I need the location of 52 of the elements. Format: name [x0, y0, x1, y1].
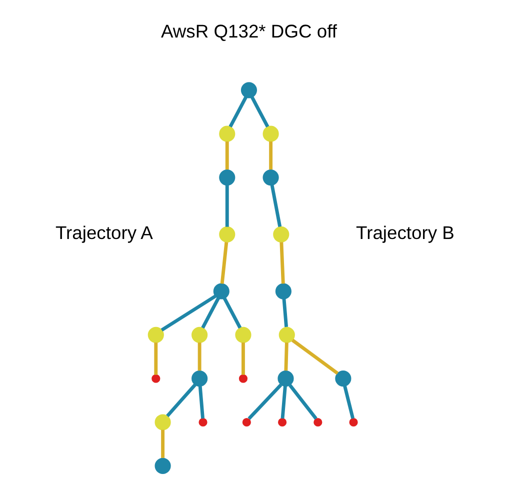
- connector: [200, 297, 220, 329]
- connector: [284, 342, 288, 371]
- node-cross: [151, 374, 160, 383]
- node-cross: [278, 418, 286, 427]
- node-circle: [262, 169, 278, 186]
- connector: [224, 141, 228, 170]
- connector: [241, 342, 244, 375]
- node-cross: [198, 418, 207, 427]
- connector: [198, 386, 204, 419]
- connector: [247, 384, 282, 420]
- node-circle: [154, 458, 170, 474]
- connector: [228, 96, 247, 128]
- node-circle: [262, 126, 278, 142]
- connector: [220, 242, 228, 284]
- node-circle: [272, 226, 289, 242]
- connector: [222, 297, 242, 329]
- connector: [160, 294, 216, 332]
- connector: [290, 338, 338, 375]
- label: Trajectory A: [55, 222, 152, 243]
- node-circle: [278, 326, 294, 343]
- node-label: AwsR Q132* DGC off: [160, 20, 336, 42]
- connector: [154, 342, 158, 375]
- label: Trajectory B: [356, 222, 454, 243]
- node-circle: [274, 283, 291, 300]
- node-circle: [334, 370, 351, 387]
- node-circle: [218, 169, 235, 186]
- node-circle: [240, 82, 256, 98]
- node-circle: [154, 414, 170, 430]
- node-circle: [212, 283, 229, 300]
- node-circle: [147, 326, 164, 343]
- node-cross: [348, 418, 358, 427]
- connector: [279, 242, 284, 284]
- connector: [197, 342, 201, 371]
- node-circle: [234, 326, 251, 343]
- connector: [270, 184, 282, 228]
- node-circle: [218, 226, 235, 242]
- node-cross: [238, 374, 248, 383]
- connector: [224, 185, 228, 227]
- connector: [288, 384, 317, 420]
- connector: [342, 386, 354, 419]
- node-circle: [218, 126, 235, 142]
- node-circle: [191, 370, 208, 387]
- connector: [268, 141, 272, 170]
- connector: [166, 384, 196, 418]
- node-circle: [277, 370, 294, 387]
- node-cross: [242, 418, 250, 427]
- node-circle: [191, 326, 208, 343]
- connector: [280, 386, 286, 419]
- connector: [250, 96, 269, 128]
- connector: [282, 298, 288, 328]
- node-cross: [313, 418, 322, 427]
- connector: [160, 430, 164, 458]
